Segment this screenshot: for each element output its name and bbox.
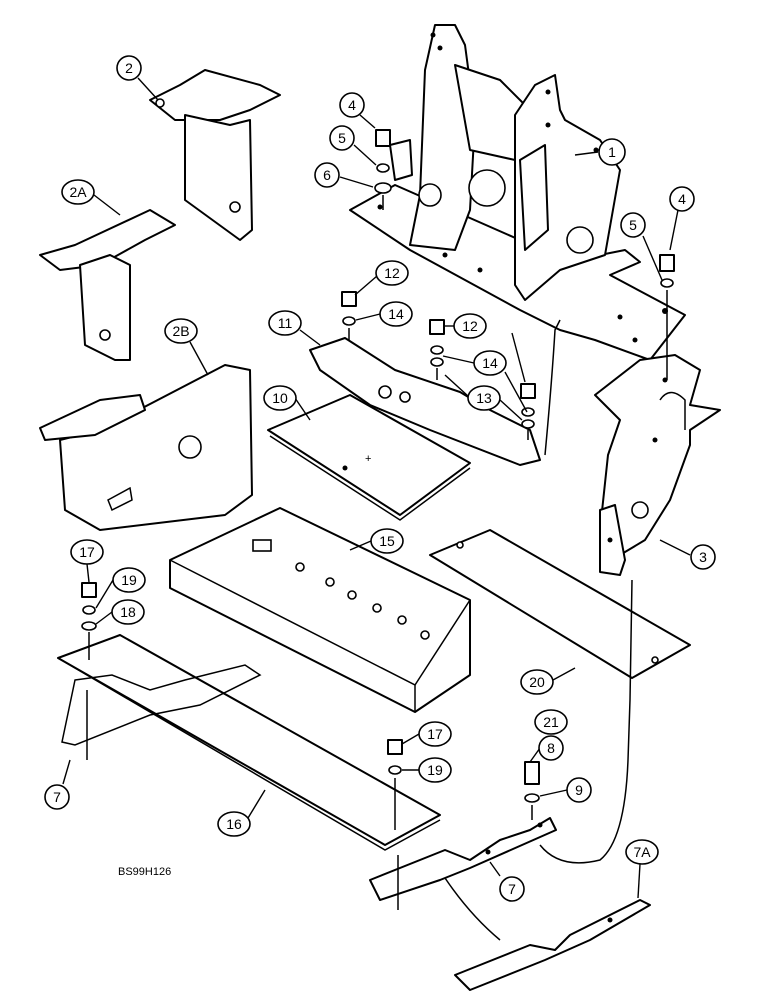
callout-label: 20 — [529, 674, 545, 690]
callout-7a-part: 7A — [625, 839, 659, 899]
strap-part-7a — [454, 899, 651, 991]
callout-17a: 17 — [70, 539, 104, 583]
callout-label: 8 — [547, 740, 555, 756]
callout-5b: 5 — [620, 212, 663, 281]
callout-label: 12 — [384, 265, 400, 281]
callout-label: 7A — [633, 844, 651, 860]
callout-14b: 14 — [442, 350, 528, 413]
callout-label: 14 — [388, 306, 404, 322]
callout-label: 7 — [53, 789, 61, 805]
callout-4b: 4 — [669, 186, 695, 251]
callout-label: 1 — [608, 144, 616, 160]
callout-label: 12 — [462, 318, 478, 334]
drawing-reference-code: BS99H126 — [118, 866, 171, 878]
callout-7a: 7 — [44, 759, 71, 810]
callout-7b: 7 — [489, 861, 525, 902]
callout-label: 9 — [575, 782, 583, 798]
callout-label: 6 — [323, 167, 331, 183]
fasteners — [81, 129, 675, 803]
callout-label: 4 — [678, 191, 686, 207]
cover-part-15 — [169, 507, 471, 713]
callout-label: 19 — [427, 762, 443, 778]
callout-3: 3 — [659, 539, 716, 570]
callout-10: 10 — [263, 385, 311, 421]
callout-11: 11 — [268, 310, 321, 346]
callout-label: 11 — [278, 315, 293, 331]
callout-1: 1 — [574, 138, 626, 166]
callout-label: 14 — [482, 355, 498, 371]
pad-part-10: + — [267, 394, 471, 521]
callout-label: 10 — [272, 390, 288, 406]
callout-14a: 14 — [355, 301, 413, 327]
callout-label: 13 — [476, 390, 492, 406]
callout-2a: 2A — [61, 179, 121, 216]
callout-8: 8 — [529, 735, 564, 763]
callout-2: 2 — [116, 55, 159, 101]
bracket-part-2 — [149, 69, 281, 241]
callout-4a: 4 — [339, 92, 376, 129]
callout-label: 19 — [121, 572, 137, 588]
callout-12b: 12 — [444, 313, 526, 383]
callout-13: 13 — [444, 374, 523, 421]
callout-2b: 2B — [164, 318, 209, 376]
bracket-part-2a — [39, 209, 176, 361]
callout-18: 18 — [95, 599, 145, 625]
callout-21: 21 — [534, 709, 568, 735]
callout-label: 2 — [125, 60, 133, 76]
callout-9: 9 — [539, 777, 592, 803]
svg-text:+: + — [365, 453, 371, 465]
strap-part-7 — [369, 817, 557, 901]
callout-15: 15 — [349, 528, 404, 554]
assembly-lines — [86, 195, 668, 941]
callout-17b: 17 — [401, 721, 452, 747]
callout-label: 7 — [508, 881, 516, 897]
callout-19b: 19 — [402, 757, 452, 783]
callout-label: 3 — [699, 549, 707, 565]
bracket-part-2b — [39, 364, 253, 531]
callout-5a: 5 — [329, 125, 377, 166]
callout-label: 18 — [120, 604, 136, 620]
callout-label: 4 — [348, 97, 356, 113]
callout-16: 16 — [217, 789, 266, 837]
panel-part-16 — [57, 634, 441, 851]
callout-label: 17 — [79, 544, 95, 560]
strap-part-20 — [429, 529, 691, 679]
callout-label: 16 — [226, 816, 242, 832]
callout-6: 6 — [314, 162, 374, 188]
main-frame-part-1 — [349, 24, 686, 361]
plate-part-11 — [309, 337, 541, 466]
callout-label: 5 — [629, 217, 637, 233]
callout-label: 21 — [543, 714, 559, 730]
callout-label: 15 — [379, 533, 395, 549]
callout-19a: 19 — [95, 567, 146, 609]
side-bracket-part-3 — [594, 354, 721, 576]
callout-label: 5 — [338, 130, 346, 146]
callout-20: 20 — [520, 667, 576, 695]
callout-label: 2A — [69, 184, 87, 200]
callout-12a: 12 — [354, 260, 409, 296]
callout-label: 17 — [427, 726, 443, 742]
callout-label: 2B — [172, 323, 189, 339]
